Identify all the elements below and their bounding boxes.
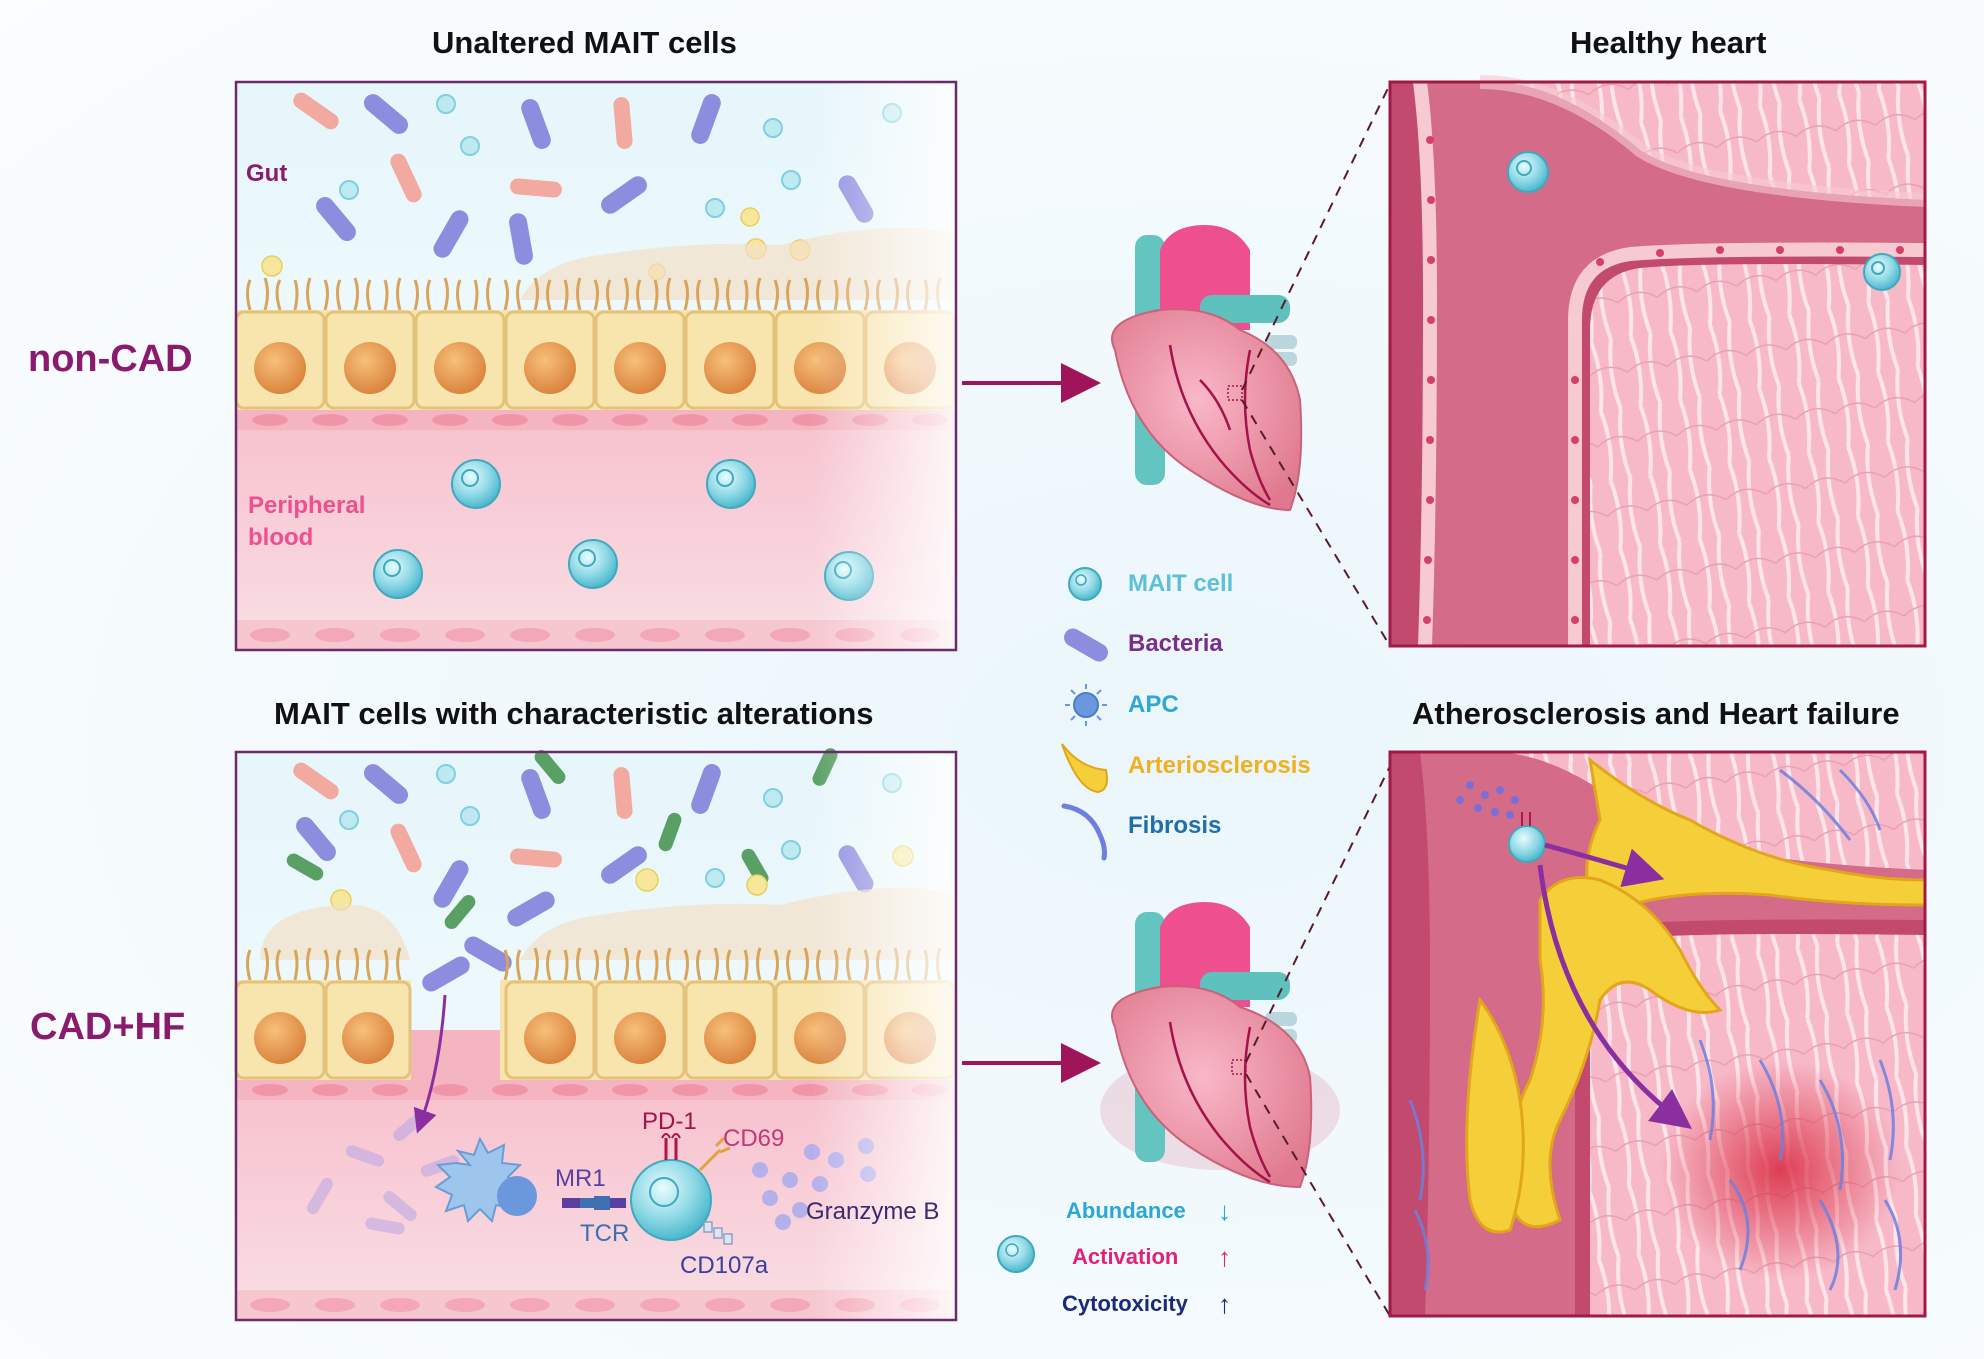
arteriosclerosis-icon: [1061, 743, 1108, 794]
legend-label-apc: APC: [1128, 691, 1179, 718]
label-tcr: TCR: [580, 1220, 630, 1247]
fibrosis-strands: [1408, 768, 1903, 1291]
label-blood: blood: [248, 524, 314, 551]
label-gut: Gut: [246, 160, 288, 187]
mait-cell-icon: [1068, 567, 1102, 601]
title-atherosclerosis-hf: Atherosclerosis and Heart failure: [1412, 696, 1900, 731]
label-cd107a: CD107a: [680, 1252, 769, 1279]
label-peripheral: Peripheral: [248, 492, 366, 519]
title-altered-mait: MAIT cells with characteristic alteratio…: [274, 696, 874, 731]
indicator-mait-cell: [997, 1235, 1035, 1273]
panel-bottom-right: [1388, 750, 1927, 1318]
indicator-cytotoxicity-arrow: ↑: [1218, 1289, 1231, 1319]
bacteria-icon: [1064, 628, 1108, 662]
label-mr1: MR1: [555, 1165, 606, 1192]
indicator-abundance: Abundance: [1066, 1198, 1186, 1223]
legend-label-arteriosclerosis: Arteriosclerosis: [1128, 752, 1311, 779]
title-unaltered-mait: Unaltered MAIT cells: [432, 25, 737, 60]
indicator-abundance-arrow: ↓: [1218, 1196, 1231, 1226]
label-granzyme-b: Granzyme B: [806, 1198, 940, 1225]
atherosclerotic-plaque: [1465, 756, 1927, 1234]
heart-failing: [1100, 902, 1340, 1189]
label-cd69: CD69: [723, 1125, 785, 1152]
title-healthy-heart: Healthy heart: [1570, 25, 1767, 60]
panel-bottom-left: [234, 748, 958, 1322]
legend-label-mait-cell: MAIT cell: [1128, 570, 1234, 597]
legend: [1061, 567, 1108, 861]
row-label-cad-hf: CAD+HF: [30, 1006, 186, 1048]
label-pd1: PD-1: [642, 1108, 697, 1135]
indicator-activation: Activation: [1072, 1244, 1179, 1269]
apc-icon: [1065, 684, 1107, 726]
indicator-cytotoxicity: Cytotoxicity: [1062, 1291, 1188, 1316]
fibrosis-icon: [1061, 803, 1107, 861]
legend-label-bacteria: Bacteria: [1128, 630, 1223, 657]
indicator-activation-arrow: ↑: [1218, 1242, 1231, 1272]
heart-healthy: [1111, 225, 1303, 512]
panel-top-left: [234, 80, 958, 652]
panel-top-right: [1388, 75, 1927, 648]
legend-label-fibrosis: Fibrosis: [1128, 812, 1222, 839]
row-label-non-cad: non-CAD: [28, 338, 193, 380]
infiltrating-mait-cell: [1456, 781, 1546, 863]
